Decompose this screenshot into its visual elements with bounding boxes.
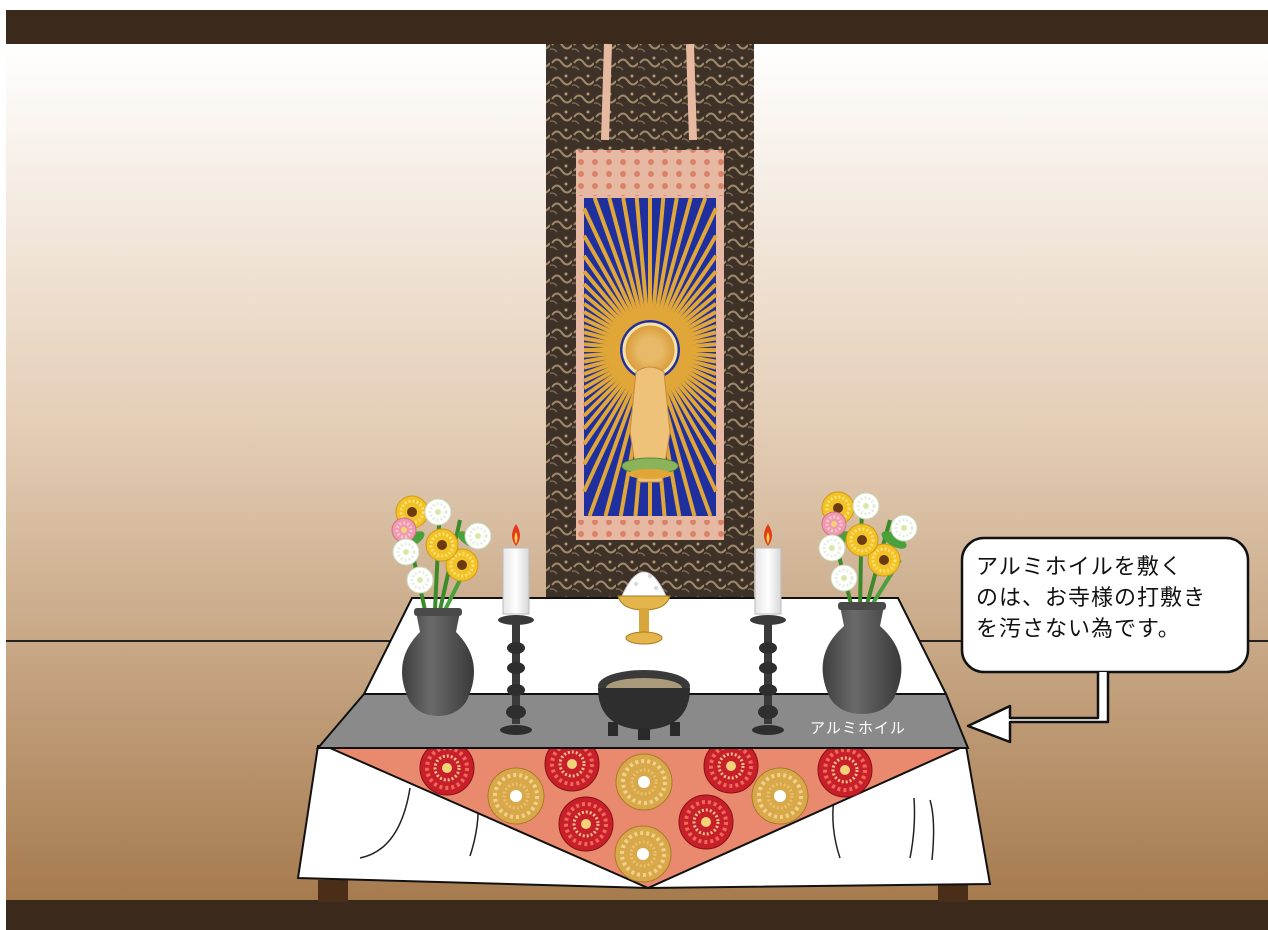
callout-line: アルミホイルを敷く [976, 552, 1238, 583]
floor-beam [6, 900, 1268, 930]
top-beam [6, 10, 1268, 44]
hanging-scroll-icon [546, 44, 754, 600]
incense-burner-icon [598, 670, 690, 740]
callout-line: を汚さない為です。 [976, 614, 1238, 645]
foil-label: アルミホイル [810, 717, 906, 738]
callout-text: アルミホイルを敷く のは、お寺様の打敷き を汚さない為です。 [976, 552, 1238, 645]
callout-line: のは、お寺様の打敷き [976, 583, 1238, 614]
